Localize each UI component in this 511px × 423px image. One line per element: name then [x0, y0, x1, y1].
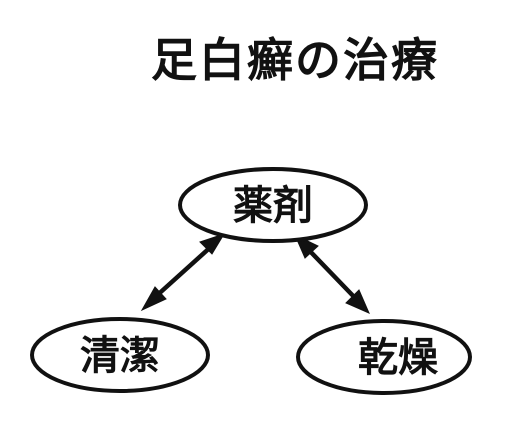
- diagram-title: 足白癬の治療: [151, 33, 439, 87]
- node-oval: [296, 319, 472, 395]
- node-oval: [30, 317, 210, 393]
- node-oval: [178, 167, 368, 243]
- node-cleanliness: 清潔: [30, 317, 210, 393]
- arrow-head-bottom: [345, 289, 370, 314]
- edge-line: [303, 244, 361, 304]
- edge-line: [151, 242, 216, 301]
- arrow-head-bottom: [140, 286, 167, 312]
- node-medication: 薬剤: [178, 167, 368, 243]
- edge-medication-cleanliness: [140, 233, 226, 312]
- node-label-medication: 薬剤: [233, 183, 313, 229]
- node-label-cleanliness: 清潔: [80, 333, 160, 379]
- node-dryness: 乾燥: [296, 319, 472, 395]
- node-label-dryness: 乾燥: [358, 335, 439, 381]
- arrow-head-top: [199, 233, 226, 255]
- edge-medication-dryness: [294, 233, 370, 314]
